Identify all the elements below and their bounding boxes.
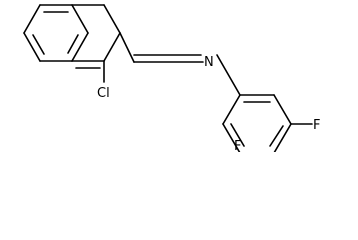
fluorine-ortho-label: F [234, 139, 241, 152]
benzo-ring [23, 4, 89, 62]
chlorine-label: Cl [97, 86, 110, 101]
dihydro-ring [71, 4, 121, 69]
difluorophenyl-ring [222, 94, 292, 152]
imine-linkage [119, 32, 241, 96]
molecule-structure: Cl N F F [23, 4, 320, 152]
fluorine-para-label: F [313, 118, 320, 133]
nitrogen-label: N [204, 55, 214, 70]
structure-canvas: Cl N F F [23, 4, 321, 152]
